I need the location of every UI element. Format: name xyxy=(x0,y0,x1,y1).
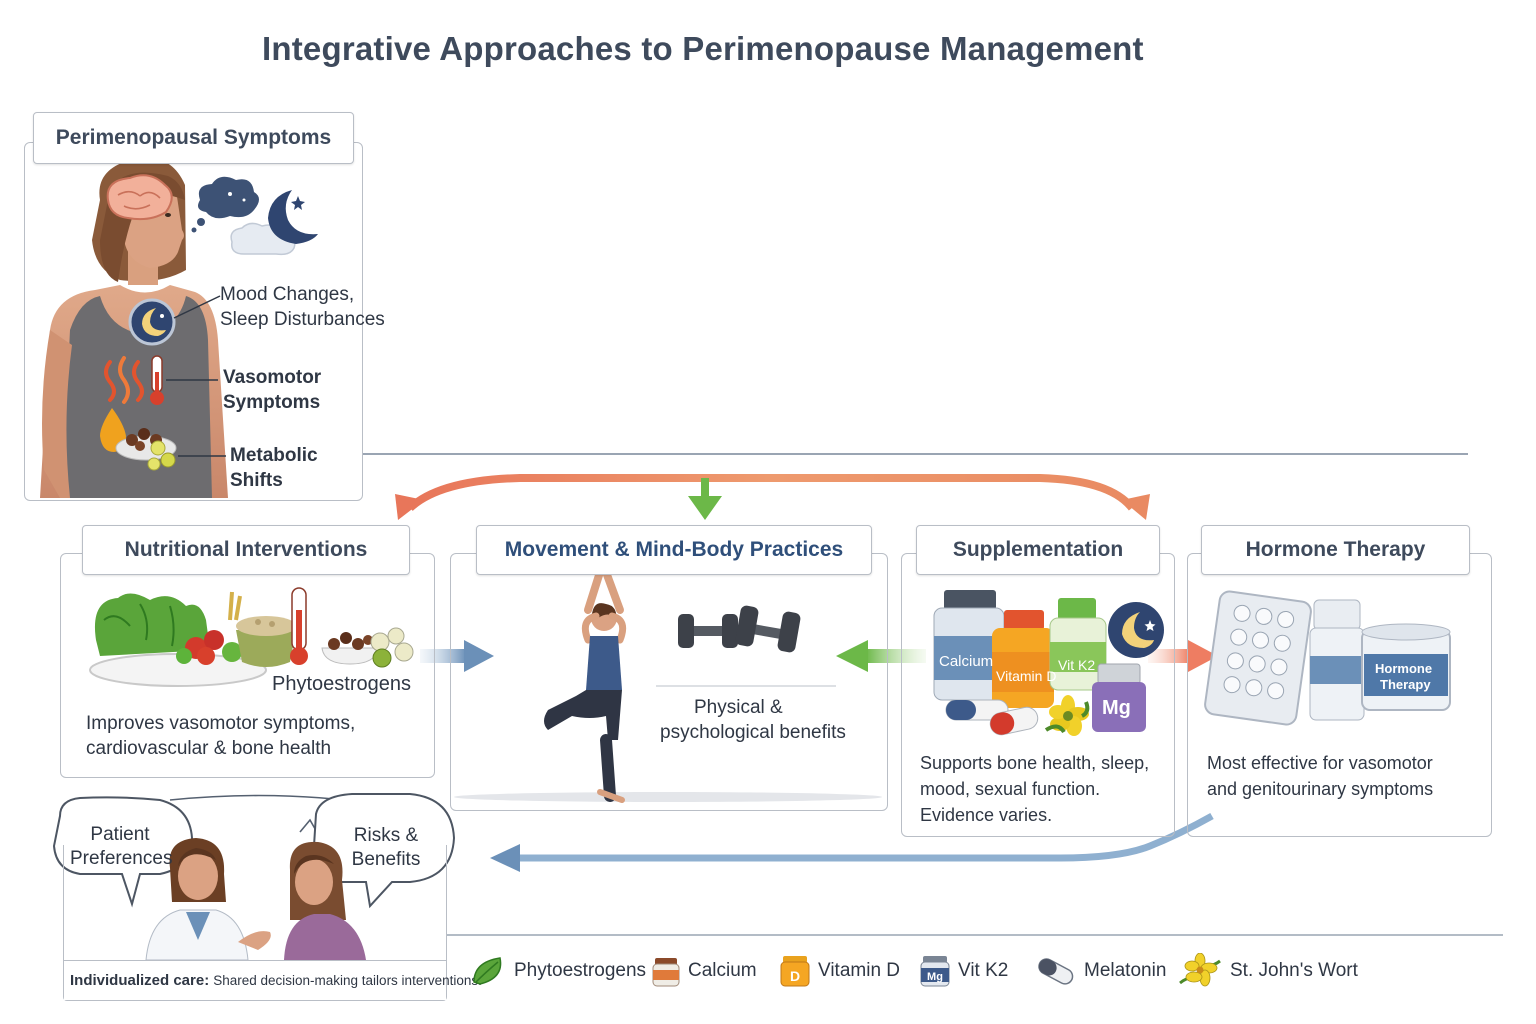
supplement-bottles xyxy=(933,590,1164,736)
mat-shadow xyxy=(454,792,882,802)
supplement-desc-line3: Evidence varies. xyxy=(920,805,1053,825)
vasomotor-label-line2: Symptoms xyxy=(223,392,321,413)
nutrition-desc-line2: cardiovascular & bone health xyxy=(86,738,332,759)
nutrition-desc-line1: Improves vasomotor symptoms, xyxy=(86,713,356,734)
phytoestrogens-label: Phytoestrogens xyxy=(272,673,411,695)
hormone-desc-line2: and genitourinary symptoms xyxy=(1207,779,1434,799)
legend-item-calcium: Calcium xyxy=(650,954,757,988)
movement-label-line2: psychological benefits xyxy=(660,722,846,743)
legend-item-vitamin-d: D Vitamin D xyxy=(778,954,900,988)
jar-label-line2: Therapy xyxy=(1380,677,1431,692)
leaf-icon xyxy=(473,957,502,985)
jar-label-line1: Hormone xyxy=(1375,661,1433,676)
mg-jar-icon: Mg xyxy=(920,956,950,987)
grain-bowl-icon xyxy=(228,591,296,667)
care-caption-bold: Individualized care: xyxy=(70,972,210,989)
vasomotor-label-line1: Vasomotor xyxy=(223,367,322,388)
bubble-left-line1: Patient xyxy=(90,824,150,845)
nutrition-heading: Nutritional Interventions xyxy=(82,525,410,575)
legend-label-calcium: Calcium xyxy=(688,960,757,981)
pointer-mood xyxy=(173,295,221,319)
doctor-figure-icon xyxy=(145,838,271,961)
vitamin-d-jar-icon: D xyxy=(780,956,810,987)
legend-item-phytoestrogens: Phytoestrogens xyxy=(470,954,646,988)
legend-label-st-johns-wort: St. John's Wort xyxy=(1230,960,1358,981)
supplement-desc-line1: Supports bone health, sleep, xyxy=(920,753,1150,773)
flower-icon xyxy=(1179,953,1221,987)
flow-arrow-supplement-to-hormone xyxy=(1148,640,1218,672)
hormone-jar-icon xyxy=(1361,623,1451,711)
movement-panel xyxy=(450,553,888,811)
page-title: Integrative Approaches to Perimenopause … xyxy=(262,30,1144,67)
hormone-bottle-icon xyxy=(1309,599,1365,721)
legend-label-vit-k2: Vit K2 xyxy=(958,960,1009,981)
flow-arrow-supplement-to-movement xyxy=(836,640,926,672)
hormone-desc-line1: Most effective for vasomotor xyxy=(1207,753,1433,773)
vitamin-d-icon-letter: D xyxy=(790,968,800,984)
mood-label-line1: Mood Changes, xyxy=(220,284,355,305)
mood-label-line2: Sleep Disturbances xyxy=(220,309,385,330)
mg-icon-text: Mg xyxy=(927,971,943,983)
supplementation-heading: Supplementation xyxy=(916,525,1160,575)
bottle-mg-label: Mg xyxy=(1102,697,1131,719)
care-caption-rest: Shared decision-making tailors intervent… xyxy=(213,973,482,988)
thermometer-icon xyxy=(150,355,164,405)
patient-figure-icon xyxy=(284,841,366,960)
decision-bubbles xyxy=(52,793,456,909)
bubble-left-line2: Preferences xyxy=(70,848,173,869)
metabolic-label-line1: Metabolic xyxy=(230,445,318,466)
flow-arrow-nutrition-to-movement xyxy=(420,640,494,672)
capsule-icon xyxy=(1038,958,1074,985)
distribution-arrows xyxy=(395,474,1150,520)
legend-label-vitamin-d: Vitamin D xyxy=(818,960,901,981)
metabolic-label-line2: Shifts xyxy=(230,470,283,491)
heat-waves-icon xyxy=(104,356,144,404)
bottle-vitk2-label: Vit K2 xyxy=(1058,657,1096,673)
nutrition-thermometer-icon xyxy=(290,587,308,665)
bubble-right-line1: Risks & xyxy=(353,825,419,846)
legend-item-melatonin: Melatonin xyxy=(1034,954,1166,988)
salad-plate-icon xyxy=(89,593,267,687)
movement-heading: Movement & Mind-Body Practices xyxy=(476,525,872,575)
legend-item-vit-k2: Mg Vit K2 xyxy=(918,954,1008,988)
seeds-bowl-icon xyxy=(321,627,414,668)
pill-blister-icon xyxy=(1204,590,1312,726)
dumbbells-icon xyxy=(678,605,801,653)
legend-label-phytoestrogens: Phytoestrogens xyxy=(514,960,647,981)
bubble-right-line2: Benefits xyxy=(351,849,421,870)
bottle-vitd-label: Vitamin D xyxy=(996,668,1057,684)
hormone-heading: Hormone Therapy xyxy=(1201,525,1470,575)
movement-label-line1: Physical & xyxy=(694,697,783,718)
legend-label-melatonin: Melatonin xyxy=(1084,960,1167,981)
supplement-desc-line2: mood, sexual function. xyxy=(920,779,1101,799)
sleep-badge-icon xyxy=(128,298,176,346)
legend-item-st-johns-wort: St. John's Wort xyxy=(1176,953,1358,988)
symptoms-heading: Perimenopausal Symptoms xyxy=(33,112,354,164)
moon-icon xyxy=(268,190,318,244)
calcium-jar-icon xyxy=(652,958,680,987)
bottle-calcium-label: Calcium xyxy=(939,653,994,670)
care-caption: Individualized care: Shared decision-mak… xyxy=(64,960,482,1000)
yoga-figure-icon xyxy=(544,568,627,803)
fat-drop-icon xyxy=(100,408,126,452)
care-panel xyxy=(63,845,447,1001)
food-bowl-icon xyxy=(115,428,177,471)
return-arrow xyxy=(490,812,1214,872)
